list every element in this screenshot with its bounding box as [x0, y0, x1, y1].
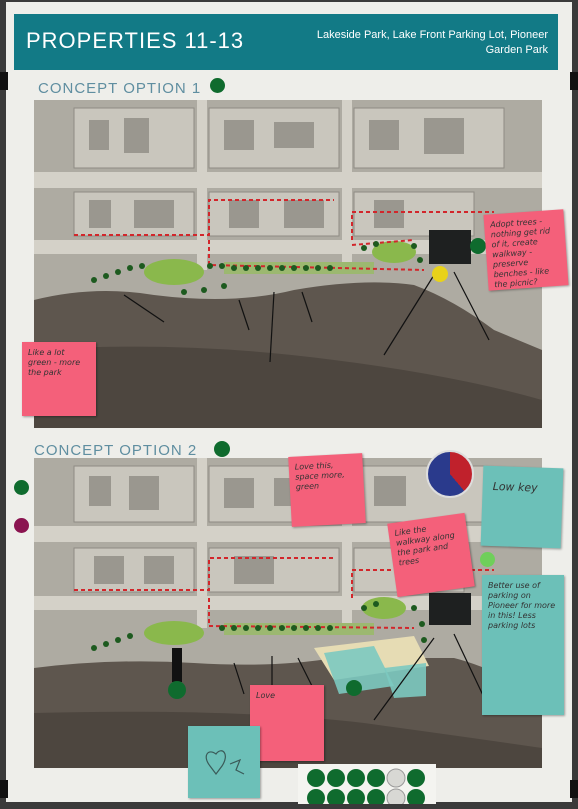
green-sticker-dot [470, 238, 486, 254]
magenta-sticker-dot [14, 518, 29, 533]
sticky-note-text: Low key [492, 479, 538, 495]
page-subtitle: Lakeside Park, Lake Front Parking Lot, P… [316, 29, 548, 56]
green-sticker-dot [14, 480, 29, 495]
header-banner: PROPERTIES 11-13 Lakeside Park, Lake Fro… [14, 14, 558, 70]
board-clip [0, 780, 8, 798]
heart-doodle-icon [205, 750, 245, 775]
sticky-note-text: Love [256, 691, 276, 700]
sticky-note-text: Like the walkway along the park and tree… [394, 524, 456, 568]
sticker-tally [298, 764, 436, 808]
yellow-sticker-dot [432, 266, 448, 282]
concept-1-title: CONCEPT OPTION 1 [38, 80, 202, 97]
concept-2-title: CONCEPT OPTION 2 [34, 442, 198, 459]
green-sticker-dot [214, 441, 230, 457]
sticky-note-pink: Love [250, 685, 324, 761]
pie-sticker [426, 450, 474, 498]
green-sticker-dot [210, 78, 225, 93]
concept-1-map-graphic [34, 100, 542, 428]
light-green-sticker-dot [480, 552, 495, 567]
sticky-note-teal: Low key [480, 465, 564, 549]
sticky-note-pink: Like a lot green - more the park [22, 342, 96, 416]
board-clip [0, 72, 8, 90]
sticky-note-pink: Adopt trees - nothing get rid of it, cre… [483, 209, 569, 291]
board-clip [570, 72, 578, 90]
sticky-note-teal [188, 726, 260, 798]
sticky-note-text: Better use of parking on Pioneer for mor… [488, 581, 556, 630]
green-sticker-dot [346, 680, 362, 696]
concept-1-map [34, 100, 542, 428]
board-clip [570, 780, 578, 798]
sticker-tally-graphic [307, 768, 425, 808]
sticky-note-teal: Better use of parking on Pioneer for mor… [482, 575, 564, 715]
sticky-note-text: Adopt trees - nothing get rid of it, cre… [489, 216, 551, 290]
sticky-note-pink: Like the walkway along the park and tree… [387, 512, 475, 598]
sticky-note-pink: Love this, space more, green [288, 453, 366, 527]
sticky-note-text: Love this, space more, green [294, 460, 345, 492]
page-title: PROPERTIES 11-13 [26, 28, 245, 53]
sticky-note-text: Like a lot green - more the park [28, 348, 81, 377]
